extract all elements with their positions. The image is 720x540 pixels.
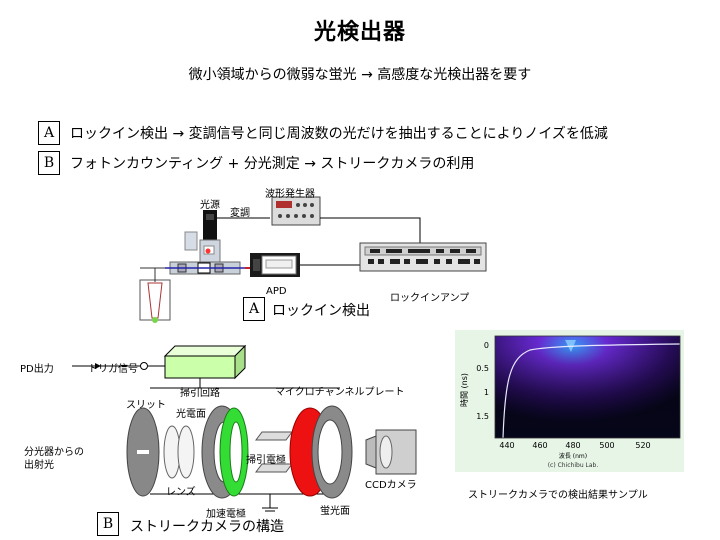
y-tick-1: 0.5 [476,364,489,373]
sweep-electrode-label: 掃引電極 [246,455,286,466]
x-tick-3: 500 [599,441,614,450]
optics-dot [205,248,211,254]
streak-caption: ストリークカメラの構造 [130,519,284,535]
sample-image: 時間 (ns) 0 0.5 1 1.5 440 460 480 500 520 … [460,335,681,469]
pd-output-label: PD出力 [20,364,54,375]
streak-caption-letter: B [97,512,119,536]
page-title: 光検出器 [313,20,406,45]
accel-electrode-hole [229,421,243,483]
decay-curve [502,343,681,439]
y-tick-0: 0 [484,341,489,350]
ccd-label: CCDカメラ [365,480,417,491]
la-panel-marks [368,249,480,264]
input-light-label-2: 出射光 [24,460,54,471]
lockin-caption-letter: A [243,297,265,321]
sweep-box-side [234,344,246,380]
sweep-box-front [164,355,236,379]
wg-display [276,201,292,208]
wg-knobs [278,203,314,218]
trigger-arrow-head [95,363,101,369]
sweep-box-top [163,345,247,357]
plot-frame [494,335,681,439]
x-tick-1: 460 [532,441,547,450]
method-b-label: B [38,151,60,175]
photocathode-label: 光電面 [176,409,206,420]
subtitle: 微小領域からの微弱な蛍光 → 高感度な光検出器を要す [188,67,532,83]
ccd-lens [365,435,377,469]
sample-credit: (c) Chichibu Lab. [548,462,599,469]
y-tick-3: 1.5 [476,412,489,421]
sweep-plate-top [255,431,293,441]
ref-line [320,217,421,243]
sample-dot [152,317,158,323]
phosphor-label: 蛍光面 [320,506,350,517]
light-source-label: 光源 [200,200,220,211]
mcp-label: マイクロチャンネルプレート [275,387,405,398]
apd-label: APD [266,286,287,297]
lens-2 [177,425,195,479]
sample-caption: ストリークカメラでの検出結果サンプル [468,490,648,501]
trigger-connector [140,362,148,370]
sample-tube [147,282,163,319]
streak-fade [495,336,680,438]
light-source-window [206,214,214,220]
accel-electrode-label: 加速電極 [206,509,246,520]
apd-display [265,259,293,269]
apd-lens [253,259,260,271]
method-a-text: ロックイン検出 → 変調信号と同じ周波数の光だけを抽出することによりノイズを低減 [70,126,608,142]
waveform-generator-label: 波形発生器 [265,189,315,200]
sample-y-label: 時間 (ns) [460,373,469,407]
sample-holder [139,279,171,321]
sweep-circuit-label: 掃引回路 [180,388,220,399]
x-tick-2: 480 [565,441,580,450]
slit-opening [137,450,149,454]
lockin-caption: ロックイン検出 [272,303,370,319]
sample-x-label: 波長 (nm) [559,452,587,460]
optics-arm [184,231,198,251]
method-a-label: A [38,121,60,145]
modulation-label: 変調 [230,208,250,219]
ccd-front [379,435,393,469]
x-tick-4: 520 [635,441,650,450]
x-tick-0: 440 [499,441,514,450]
lockin-amp-label: ロックインアンプ [390,293,470,304]
input-light-label-1: 分光器からの [24,447,84,458]
y-tick-2: 1 [484,388,489,397]
mcp-hole [317,419,343,485]
trigger-signal-label: トリガ信号 [88,364,138,375]
slit-label: スリット [126,400,166,411]
method-b-text: フォトンカウンティング + 分光測定 → ストリークカメラの利用 [70,156,475,172]
lens-label: レンズ [166,487,196,498]
